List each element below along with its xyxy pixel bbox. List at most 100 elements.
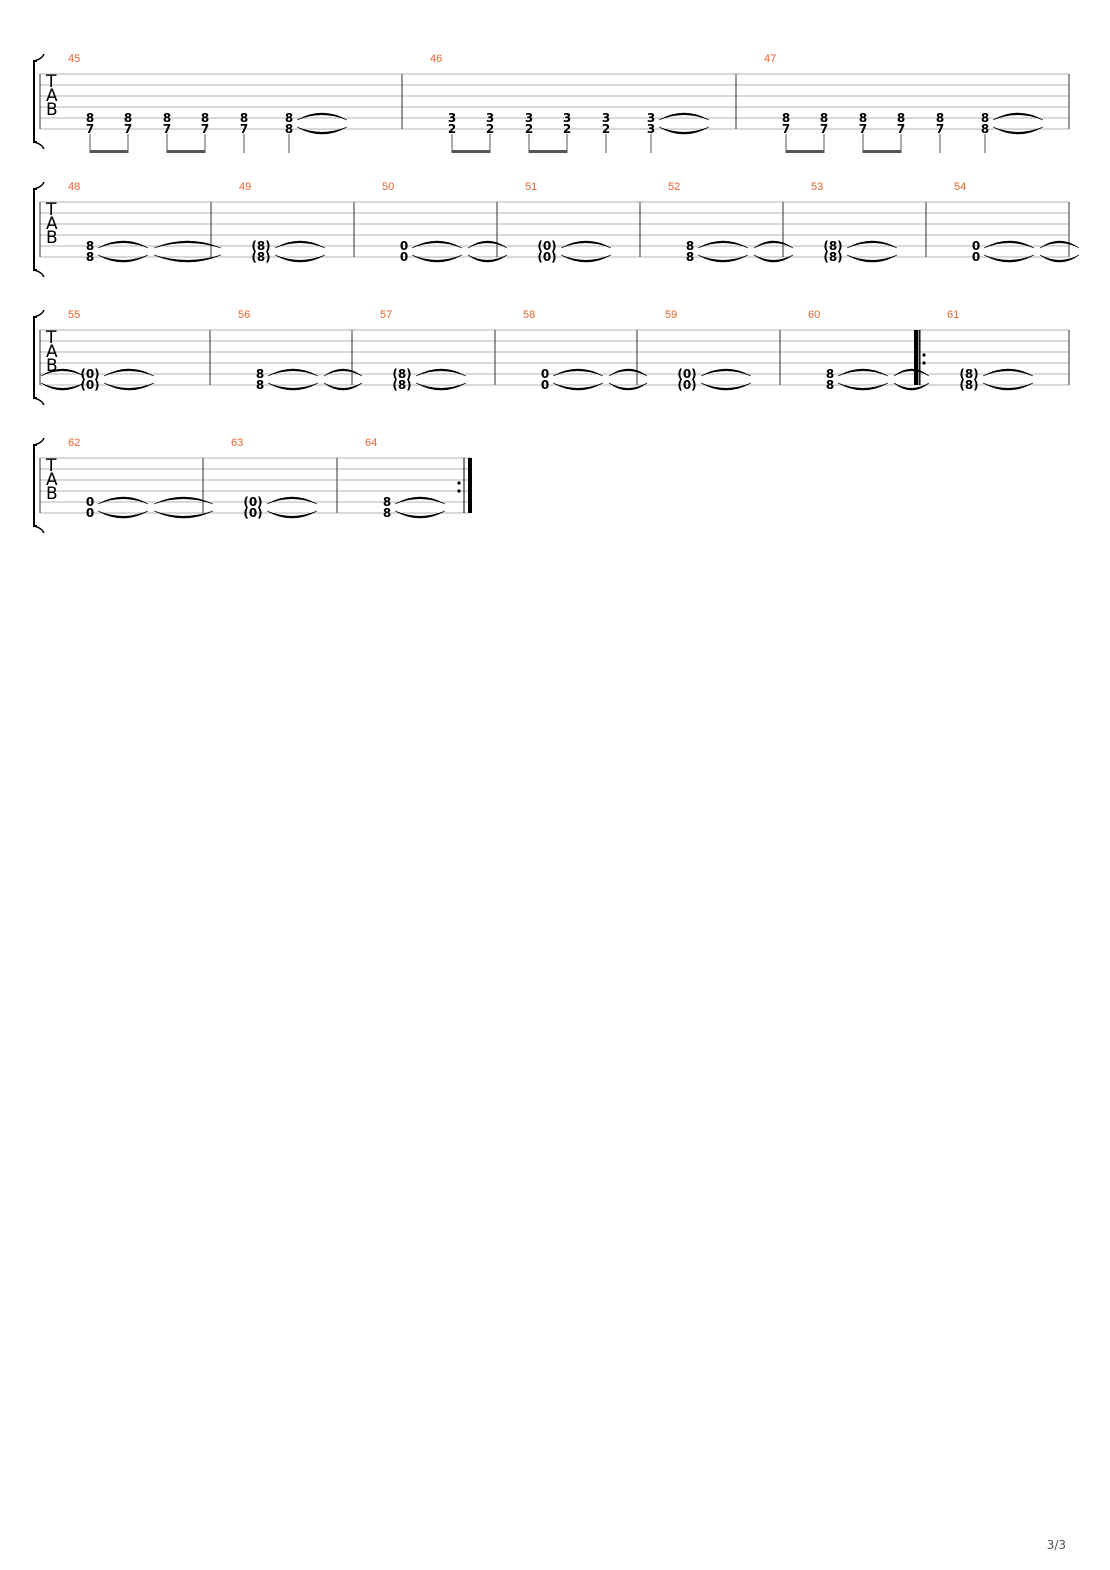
- fret-number: 7: [124, 122, 132, 136]
- tie-arc: [411, 240, 463, 249]
- fret-number: (0): [677, 367, 696, 381]
- fret-number: 7: [936, 122, 944, 136]
- tie-arc: [697, 240, 749, 249]
- tie-arc: [153, 240, 222, 249]
- tie-arc: [266, 496, 318, 505]
- fret-number: 8: [981, 111, 989, 125]
- tie-arc: [415, 368, 467, 377]
- repeat-dot: [922, 353, 926, 357]
- tie-arc: [846, 254, 898, 263]
- tie-arc: [97, 496, 149, 505]
- tie-arc: [992, 126, 1044, 135]
- tie-arc: [893, 368, 930, 377]
- fret-number: (0): [537, 239, 556, 253]
- repeat-dot: [922, 361, 926, 365]
- tie-arc: [296, 112, 348, 121]
- fret-number: 8: [201, 111, 209, 125]
- tie-arc: [982, 382, 1034, 391]
- tie-arc: [394, 496, 446, 505]
- measure-number: 63: [231, 437, 243, 449]
- tie-arc: [658, 112, 710, 121]
- tie-arc: [153, 496, 214, 505]
- tab-clef-letter: A: [46, 86, 58, 106]
- tie-arc: [97, 240, 149, 249]
- system-bracket: [33, 444, 37, 527]
- fret-number: 7: [201, 122, 209, 136]
- tie-arc: [394, 510, 446, 519]
- tie-arc: [992, 112, 1044, 121]
- tie-arc: [560, 254, 612, 263]
- tie-arc: [97, 254, 149, 263]
- measure-number: 55: [68, 309, 80, 321]
- fret-number: 7: [897, 122, 905, 136]
- fret-number: 3: [563, 111, 571, 125]
- measure-number: 58: [523, 309, 535, 321]
- note-beam: [786, 150, 824, 153]
- fret-number: 2: [486, 122, 494, 136]
- fret-number: 8: [256, 367, 264, 381]
- fret-number: 2: [525, 122, 533, 136]
- tie-arc: [983, 254, 1035, 263]
- fret-number: (0): [677, 378, 696, 392]
- measure-number: 56: [238, 309, 250, 321]
- fret-number: (0): [80, 378, 99, 392]
- system-bracket: [33, 60, 37, 143]
- fret-number: 0: [400, 250, 408, 264]
- fret-number: (8): [392, 367, 411, 381]
- fret-number: 8: [383, 495, 391, 509]
- repeat-dot: [457, 489, 461, 493]
- measure-number: 47: [764, 53, 776, 65]
- tab-clef-letter: T: [45, 72, 57, 92]
- fret-number: 0: [541, 367, 549, 381]
- system-bracket-bottom: [33, 141, 45, 150]
- measure-number: 50: [382, 181, 394, 193]
- measure-number: 60: [808, 309, 820, 321]
- fret-number: (0): [80, 367, 99, 381]
- tie-arc: [608, 382, 648, 391]
- fret-number: 8: [383, 506, 391, 520]
- tie-arc: [837, 368, 889, 377]
- tie-arc: [274, 254, 326, 263]
- fret-number: 8: [686, 250, 694, 264]
- note-beam: [167, 150, 205, 153]
- tie-arc: [893, 382, 930, 391]
- tie-arc: [608, 368, 648, 377]
- fret-number: (8): [392, 378, 411, 392]
- measure-number: 64: [365, 437, 377, 449]
- fret-number: 8: [256, 378, 264, 392]
- fret-number: 8: [686, 239, 694, 253]
- tie-arc: [753, 240, 794, 249]
- fret-number: (0): [243, 506, 262, 520]
- tie-arc: [467, 240, 508, 249]
- fret-number: 8: [897, 111, 905, 125]
- fret-number: 8: [86, 250, 94, 264]
- note-beam: [863, 150, 901, 153]
- fret-number: (8): [251, 239, 270, 253]
- tie-arc: [153, 254, 222, 263]
- system-bracket-bottom: [33, 525, 45, 534]
- tab-clef-letter: A: [46, 470, 58, 490]
- tie-arc: [700, 382, 752, 391]
- fret-number: 7: [820, 122, 828, 136]
- fret-number: 2: [448, 122, 456, 136]
- measure-number: 49: [239, 181, 251, 193]
- tie-arc: [983, 240, 1035, 249]
- fret-number: 8: [240, 111, 248, 125]
- tie-arc: [323, 382, 363, 391]
- tie-arc: [700, 368, 752, 377]
- fret-number: 8: [285, 122, 293, 136]
- measure-number: 46: [430, 53, 442, 65]
- measure-number: 62: [68, 437, 80, 449]
- fret-number: 8: [820, 111, 828, 125]
- fret-number: 3: [525, 111, 533, 125]
- fret-number: 8: [124, 111, 132, 125]
- tab-clef-letter: A: [46, 342, 58, 362]
- fret-number: (8): [823, 239, 842, 253]
- fret-number: 8: [163, 111, 171, 125]
- fret-number: 8: [981, 122, 989, 136]
- measure-number: 59: [665, 309, 677, 321]
- system-bracket-top: [33, 309, 45, 318]
- fret-number: 8: [859, 111, 867, 125]
- measure-number: 54: [954, 181, 966, 193]
- fret-number: 0: [541, 378, 549, 392]
